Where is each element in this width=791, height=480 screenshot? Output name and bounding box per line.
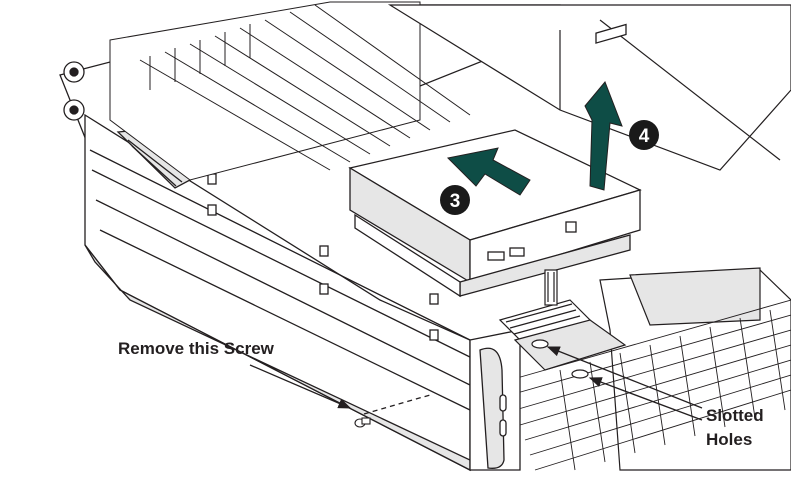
slotted-holes-callout xyxy=(546,346,703,421)
holes-label: Holes xyxy=(706,430,753,449)
expansion-card-bay xyxy=(109,1,471,181)
front-vent-mesh xyxy=(509,299,791,471)
remove-screw-label: Remove this Screw xyxy=(118,339,274,358)
lift-up-arrow xyxy=(584,81,623,191)
optical-drive xyxy=(348,23,642,298)
slotted-label: Slotted xyxy=(706,406,764,425)
screw-callout xyxy=(249,364,431,428)
step-number-4: 4 xyxy=(639,126,650,147)
power-supply-cage xyxy=(387,4,791,471)
interposer-board xyxy=(498,269,627,379)
step-badge-4: 4 xyxy=(629,120,659,150)
front-handle xyxy=(469,329,521,471)
step-number-3: 3 xyxy=(450,191,461,212)
push-back-arrow xyxy=(446,147,531,196)
screw-icon xyxy=(354,417,371,428)
step-badge-3: 3 xyxy=(440,185,470,215)
